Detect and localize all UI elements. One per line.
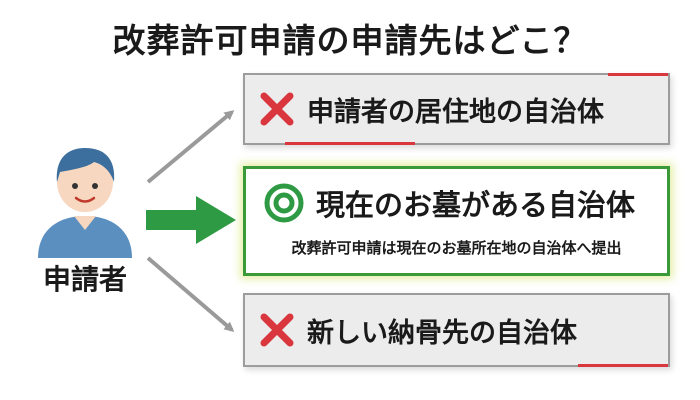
option-text: 申請者の居住地の自治体 <box>307 96 604 128</box>
accent-line <box>578 364 668 367</box>
option-text: 現在のお墓がある自治体 <box>316 188 636 222</box>
cross-icon <box>260 92 294 126</box>
option-current-grave-correct: 現在のお墓がある自治体 改葬許可申請は現在のお墓所在地の自治体へ提出 <box>243 166 670 276</box>
option-note: 改葬許可申請は現在のお墓所在地の自治体へ提出 <box>291 239 622 257</box>
option-residence-wrong: 申請者の居住地の自治体 <box>243 73 670 145</box>
arrow-to-correct-option <box>146 196 236 244</box>
option-new-burial-wrong: 新しい納骨先の自治体 <box>243 293 670 367</box>
accent-line <box>285 142 415 145</box>
arrow-to-bottom-option <box>146 256 235 332</box>
double-circle-icon <box>264 183 304 223</box>
applicant-label: 申請者 <box>42 263 127 296</box>
accent-line <box>608 73 668 76</box>
option-text: 新しい納骨先の自治体 <box>307 317 577 349</box>
arrow-to-top-option <box>146 110 235 184</box>
diagram-title: 改葬許可申請の申請先はどこ？ <box>112 21 588 60</box>
cross-icon <box>260 313 294 347</box>
person-icon <box>38 148 132 258</box>
